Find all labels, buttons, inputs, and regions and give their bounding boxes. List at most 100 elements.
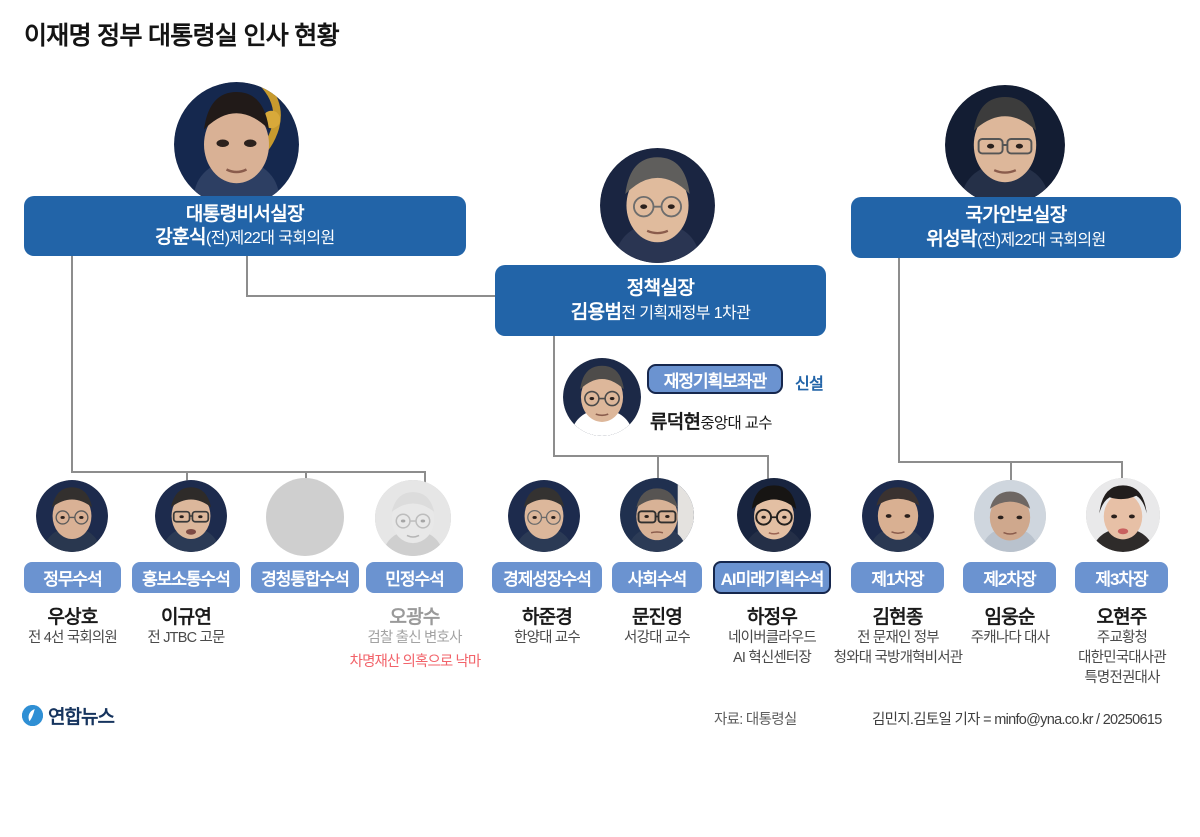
portrait-ai-future-planning: [737, 478, 811, 552]
connector-chief-to-policy-horizontal: [246, 295, 496, 297]
connector-chief-bus: [71, 471, 424, 473]
desc-deputy-3-line-3: 특명전권대사: [1084, 670, 1160, 686]
portrait-chief-of-staff: [174, 82, 299, 207]
connector-security-vertical: [898, 258, 900, 462]
desc-political-affairs-line-1: 전 4선 국회의원: [28, 630, 118, 646]
desc-ai-future-planning-line-2: AI 혁신센터장: [732, 650, 812, 666]
box-chief-of-staff-role: 대통령비서실장: [185, 203, 305, 225]
desc-deputy-3: 주교황청 대한민국대사관 특명전권대사: [1062, 628, 1182, 688]
byline-label: 김민지.김토일 기자 = minfo@yna.co.kr / 20250615: [872, 712, 1162, 728]
tag-new-position: 신설: [795, 376, 824, 393]
pill-ai-future-planning[interactable]: AI미래기획수석: [713, 561, 831, 594]
box-security-chief[interactable]: 국가안보실장 위성락(전)제22대 국회의원: [851, 197, 1181, 258]
name-deputy-3: 오현주: [1096, 607, 1147, 628]
box-chief-of-staff-name: 강훈식: [155, 227, 206, 248]
box-policy-chief[interactable]: 정책실장 김용범전 기획재정부 1차관: [495, 265, 826, 336]
portrait-deputy-3: [1086, 478, 1160, 552]
pill-public-communication-label: 홍보소통수석: [142, 570, 231, 589]
name-civil-affairs: 오광수: [389, 607, 440, 628]
portrait-social-affairs: [620, 478, 694, 552]
desc-deputy-2-line-1: 주캐나다 대사: [970, 630, 1050, 646]
box-security-chief-name: 위성락: [926, 228, 977, 250]
desc-civil-affairs-line-1: 검찰 출신 변호사: [367, 630, 462, 646]
pill-deputy-2[interactable]: 제2차장: [963, 562, 1056, 593]
portrait-deputy-2: [974, 480, 1046, 552]
portrait-public-communication: [155, 480, 227, 552]
desc-social-affairs-line-1: 서강대 교수: [624, 630, 691, 646]
portrait-economic-growth: [508, 480, 580, 552]
desc-economic-growth-line-1: 한양대 교수: [514, 630, 581, 646]
box-policy-chief-detail: 전 기획재정부 1차관: [621, 304, 751, 322]
desc-social-affairs: 서강대 교수: [602, 628, 712, 648]
note-civil-affairs: 차명재산 의혹으로 낙마: [349, 654, 482, 670]
name-social-affairs: 문진영: [631, 607, 683, 628]
box-chief-of-staff-person: 강훈식(전)제22대 국회의원: [155, 226, 335, 249]
pill-public-communication[interactable]: 홍보소통수석: [132, 562, 240, 593]
pill-political-affairs-label: 정무수석: [43, 570, 103, 589]
pill-finance-planning-adviser[interactable]: 재정기획보좌관: [647, 364, 783, 394]
pill-economic-growth[interactable]: 경제성장수석: [492, 562, 602, 593]
desc-ai-future-planning: 네이버클라우드 AI 혁신센터장: [708, 628, 836, 668]
pill-social-affairs-label: 사회수석: [627, 570, 688, 589]
desc-public-communication: 전 JTBC 고문: [122, 628, 250, 648]
yonhap-logo: 연합뉴스: [22, 702, 115, 729]
desc-deputy-1-line-1: 전 문재인 정부: [857, 630, 940, 646]
portrait-security-chief: [945, 85, 1065, 205]
name-public-communication: 이규연: [160, 607, 212, 628]
desc-civil-affairs: 검찰 출신 변호사: [352, 628, 477, 648]
box-security-chief-detail: (전)제22대 국회의원: [976, 231, 1106, 249]
desc-ai-future-planning-line-1: 네이버클라우드: [728, 630, 817, 646]
connector-policy-branch-3: [767, 455, 769, 499]
connector-chief-vertical: [71, 255, 73, 472]
box-chief-of-staff-detail: (전)제22대 국회의원: [205, 230, 335, 247]
box-security-chief-person: 위성락(전)제22대 국회의원: [926, 228, 1106, 251]
pill-social-affairs[interactable]: 사회수석: [612, 562, 702, 593]
connector-policy-bus: [553, 455, 767, 457]
adviser-person: 류덕현중앙대 교수: [650, 407, 772, 434]
pill-deputy-1-label: 제1차장: [871, 570, 924, 589]
connector-chief-to-policy-vertical: [246, 255, 248, 296]
portrait-adviser: [563, 358, 641, 436]
pill-economic-growth-label: 경제성장수석: [503, 570, 592, 589]
adviser-detail: 중앙대 교수: [700, 415, 772, 432]
pill-ai-future-planning-label: AI미래기획수석: [720, 570, 825, 589]
connector-policy-branch-2: [657, 455, 659, 499]
adviser-name: 류덕현: [650, 412, 701, 433]
desc-deputy-3-line-2: 대한민국대사관: [1078, 650, 1167, 666]
desc-deputy-1-line-2: 청와대 국방개혁비서관: [833, 650, 963, 666]
desc-public-communication-line-1: 전 JTBC 고문: [147, 630, 225, 646]
pill-deputy-3[interactable]: 제3차장: [1075, 562, 1168, 593]
portrait-deputy-1: [862, 480, 934, 552]
yonhap-logo-icon: [22, 705, 43, 726]
desc-deputy-1: 전 문재인 정부 청와대 국방개혁비서관: [832, 628, 964, 668]
portrait-political-affairs: [36, 480, 108, 552]
pill-deputy-3-label: 제3차장: [1095, 570, 1148, 589]
pill-deputy-2-label: 제2차장: [983, 570, 1036, 589]
name-ai-future-planning: 하정우: [746, 607, 798, 628]
pill-deputy-1[interactable]: 제1차장: [851, 562, 944, 593]
portrait-policy-chief: [600, 148, 715, 263]
name-economic-growth: 하준경: [521, 607, 573, 628]
box-policy-chief-name: 김용범: [570, 301, 622, 323]
page-title: 이재명 정부 대통령실 인사 현황: [24, 22, 340, 50]
name-deputy-1: 김현종: [872, 607, 923, 628]
box-policy-chief-role: 정책실장: [626, 278, 695, 300]
pill-listening-integration-label: 경청통합수석: [261, 570, 350, 589]
pill-civil-affairs[interactable]: 민정수석: [366, 562, 463, 593]
portrait-listening-integration-placeholder: [266, 478, 344, 556]
pill-listening-integration[interactable]: 경청통합수석: [251, 562, 359, 593]
name-political-affairs: 우상호: [47, 607, 98, 628]
box-chief-of-staff[interactable]: 대통령비서실장 강훈식(전)제22대 국회의원: [24, 196, 466, 256]
source-label: 자료: 대통령실: [714, 712, 797, 728]
box-security-chief-role: 국가안보실장: [965, 205, 1067, 227]
pill-civil-affairs-label: 민정수석: [385, 570, 445, 589]
desc-economic-growth: 한양대 교수: [487, 628, 607, 648]
portrait-civil-affairs: [375, 480, 451, 556]
pill-finance-planning-adviser-label: 재정기획보좌관: [663, 371, 767, 391]
desc-deputy-2: 주캐나다 대사: [952, 628, 1068, 648]
desc-political-affairs: 전 4선 국회의원: [6, 628, 139, 648]
name-deputy-2: 임웅순: [984, 607, 1035, 628]
pill-political-affairs[interactable]: 정무수석: [24, 562, 121, 593]
connector-policy-vertical: [553, 336, 555, 456]
